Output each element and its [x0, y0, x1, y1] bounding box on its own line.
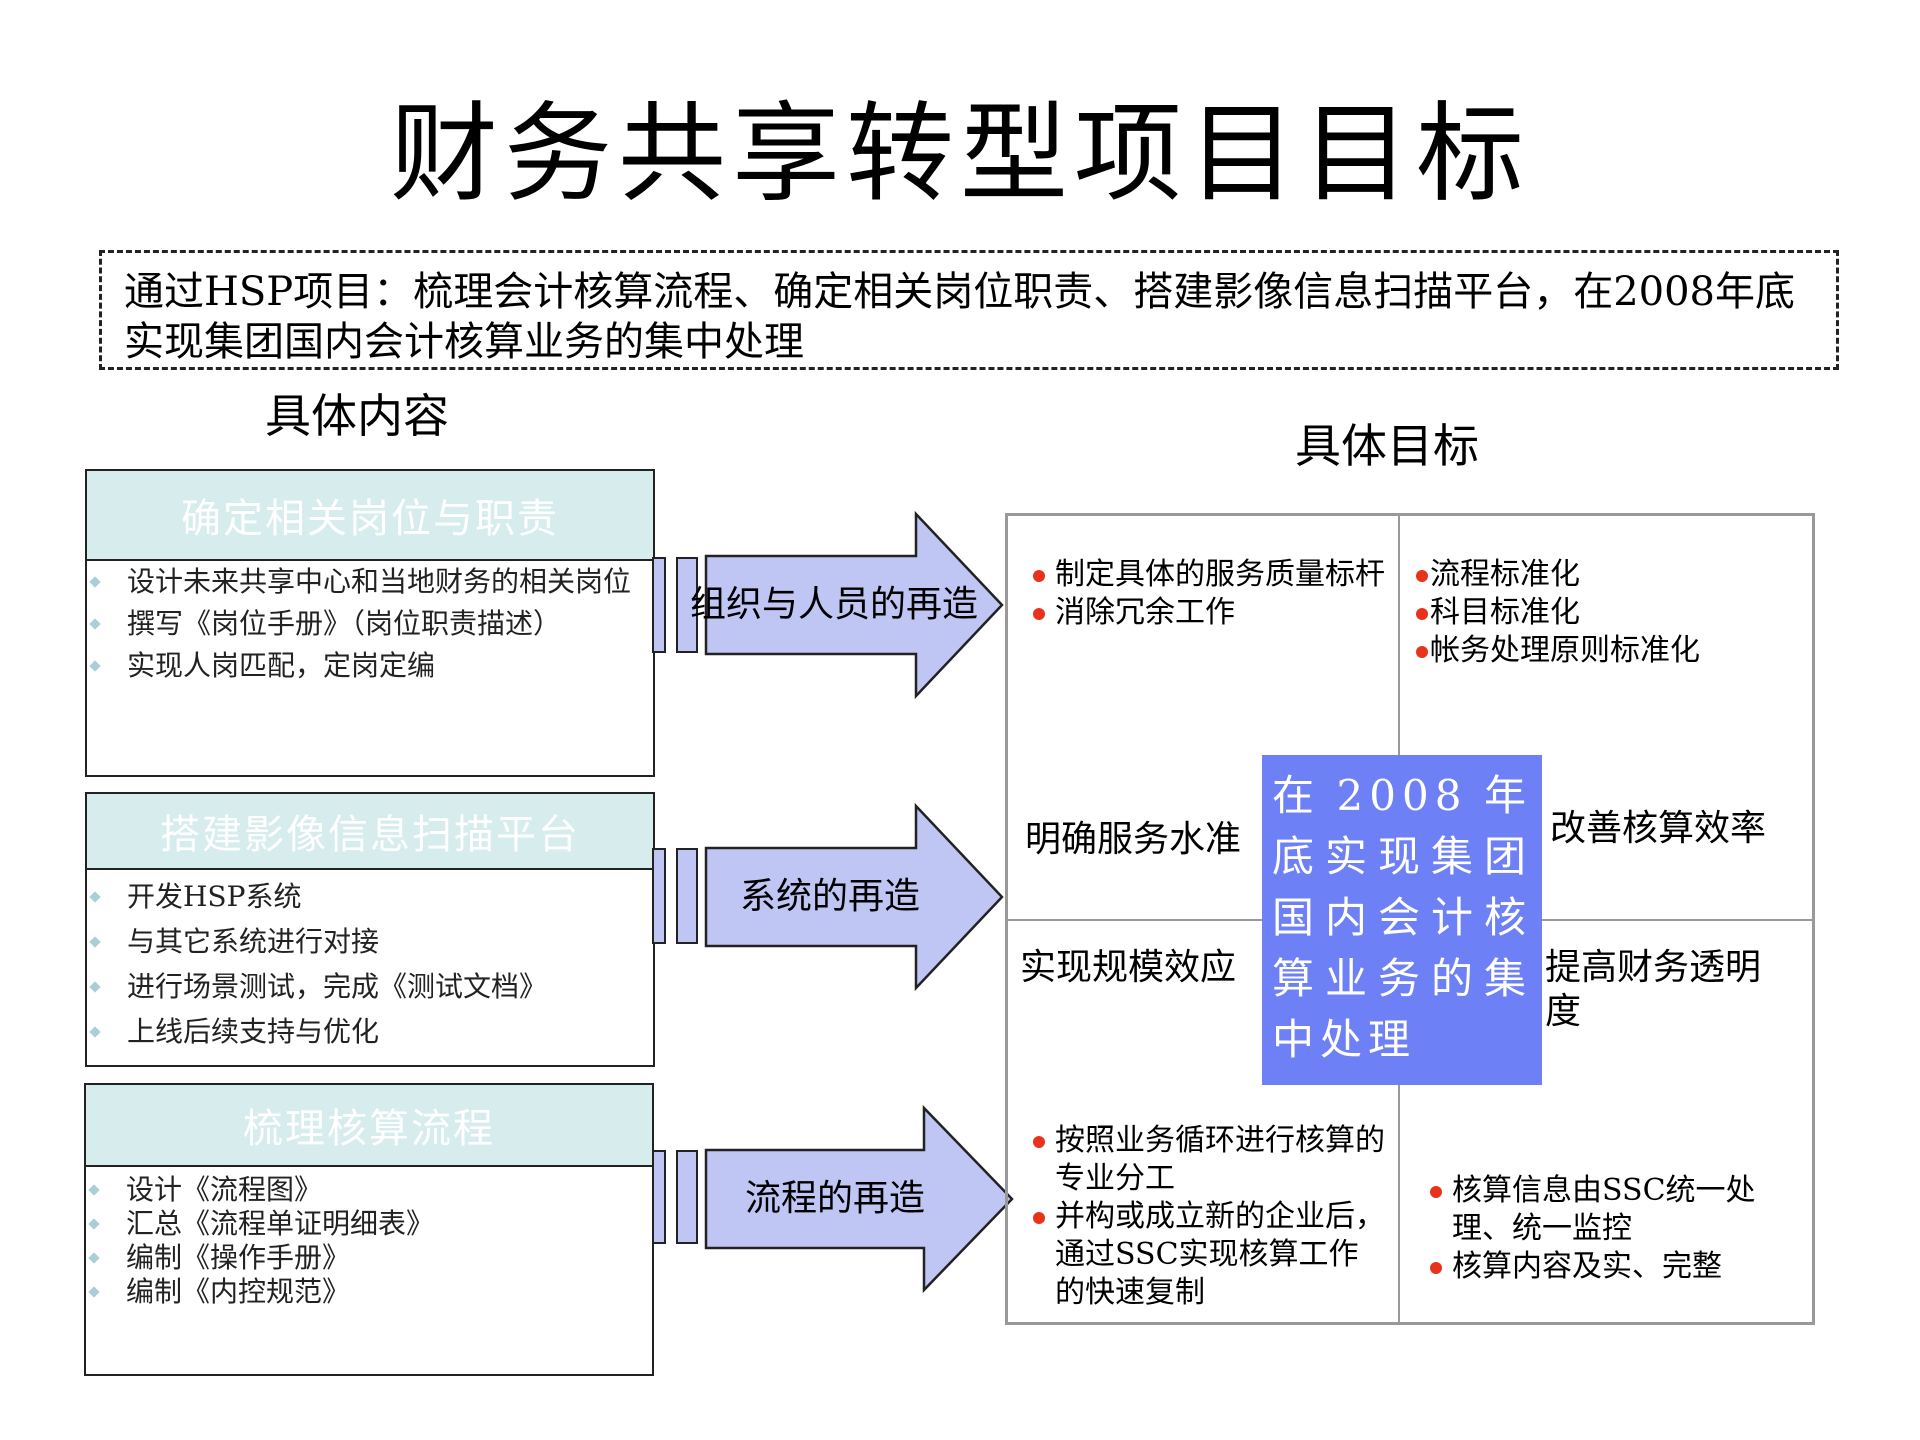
- list-item: 设计未来共享中心和当地财务的相关岗位: [89, 561, 633, 603]
- arrow-label: 系统的再造: [739, 876, 920, 917]
- content-box-title: 梳理核算流程: [86, 1085, 652, 1167]
- list-item: 汇总《流程单证明细表》: [88, 1207, 632, 1241]
- diamond-bullet-icon: [89, 1025, 101, 1038]
- goal-label-transparency: 提高财务透明度: [1545, 947, 1762, 1032]
- red-bullet-icon: [1416, 646, 1428, 658]
- diamond-bullet-icon: [89, 980, 101, 993]
- arrow-label: 流程的再造: [744, 1178, 925, 1219]
- connector-bar: [676, 848, 698, 944]
- arrow-process-icon: [704, 1104, 1014, 1294]
- goal-label-efficiency: 改善核算效率: [1550, 808, 1767, 849]
- goal-label-service: 明确服务水准: [1025, 819, 1242, 860]
- connector-bar: [652, 848, 666, 944]
- red-bullet-icon: [1430, 1186, 1442, 1198]
- red-bullet-icon: [1416, 570, 1428, 582]
- list-item: 开发HSP系统: [89, 874, 633, 919]
- goal-list-top-left: 制定具体的服务质量标杆 消除冗余工作: [1033, 556, 1385, 632]
- diamond-bullet-icon: [89, 576, 101, 588]
- red-bullet-icon: [1033, 608, 1045, 620]
- right-heading: 具体目标: [1295, 419, 1479, 473]
- list-item: 流程标准化: [1416, 556, 1790, 594]
- list-item: 帐务处理原则标准化: [1416, 632, 1790, 670]
- diamond-bullet-icon: [89, 935, 101, 948]
- diamond-bullet-icon: [89, 618, 101, 630]
- left-heading: 具体内容: [265, 389, 449, 443]
- list-item: 与其它系统进行对接: [89, 919, 633, 964]
- content-box-title: 搭建影像信息扫描平台: [87, 794, 653, 870]
- list-item: 并构或成立新的企业后，通过SSC实现核算工作的快速复制: [1033, 1198, 1385, 1312]
- summary-box: 通过HSP项目：梳理会计核算流程、确定相关岗位职责、搭建影像信息扫描平台，在20…: [99, 250, 1839, 370]
- connector-bar: [652, 557, 666, 653]
- connector-bar: [676, 557, 698, 653]
- content-box-process: 梳理核算流程 设计《流程图》 汇总《流程单证明细表》 编制《操作手册》 编制《内…: [84, 1083, 654, 1376]
- content-list: 设计《流程图》 汇总《流程单证明细表》 编制《操作手册》 编制《内控规范》: [86, 1173, 652, 1309]
- list-item: 编制《内控规范》: [88, 1275, 632, 1309]
- diamond-bullet-icon: [88, 1252, 100, 1264]
- arrow-org-icon: [704, 510, 1004, 700]
- content-list: 开发HSP系统 与其它系统进行对接 进行场景测试，完成《测试文档》 上线后续支持…: [87, 874, 653, 1054]
- list-item: 撰写《岗位手册》（岗位职责描述）: [89, 603, 633, 645]
- red-bullet-icon: [1416, 608, 1428, 620]
- connector-bar: [652, 1150, 666, 1244]
- list-item: 编制《操作手册》: [88, 1241, 632, 1275]
- red-bullet-icon: [1430, 1262, 1442, 1274]
- list-item: 核算内容及实、完整: [1430, 1248, 1792, 1286]
- list-item: 按照业务循环进行核算的专业分工: [1033, 1122, 1385, 1198]
- red-bullet-icon: [1033, 570, 1045, 582]
- diamond-bullet-icon: [89, 660, 101, 672]
- goal-list-top-right: 流程标准化 科目标准化 帐务处理原则标准化: [1416, 556, 1790, 670]
- page-title: 财务共享转型项目目标: [389, 92, 1530, 217]
- content-box-platform: 搭建影像信息扫描平台 开发HSP系统 与其它系统进行对接 进行场景测试，完成《测…: [85, 792, 655, 1067]
- red-bullet-icon: [1033, 1136, 1045, 1148]
- list-item: 科目标准化: [1416, 594, 1790, 632]
- goal-list-bottom-right: 核算信息由SSC统一处理、统一监控 核算内容及实、完整: [1430, 1172, 1792, 1286]
- list-item: 消除冗余工作: [1033, 594, 1385, 632]
- goal-label-scale: 实现规模效应: [1020, 947, 1237, 988]
- list-item: 设计《流程图》: [88, 1173, 632, 1207]
- list-item: 上线后续支持与优化: [89, 1009, 633, 1054]
- list-item: 核算信息由SSC统一处理、统一监控: [1430, 1172, 1792, 1248]
- diamond-bullet-icon: [88, 1218, 100, 1230]
- list-item: 制定具体的服务质量标杆: [1033, 556, 1385, 594]
- list-item: 实现人岗匹配，定岗定编: [89, 645, 633, 687]
- diamond-bullet-icon: [88, 1286, 100, 1298]
- goal-list-bottom-left: 按照业务循环进行核算的专业分工 并构或成立新的企业后，通过SSC实现核算工作的快…: [1033, 1122, 1385, 1312]
- diamond-bullet-icon: [89, 890, 101, 903]
- content-box-title: 确定相关岗位与职责: [87, 471, 653, 561]
- arrow-label: 组织与人员的再造: [689, 584, 978, 625]
- red-bullet-icon: [1033, 1212, 1045, 1224]
- list-item: 进行场景测试，完成《测试文档》: [89, 964, 633, 1009]
- arrow-system-icon: [704, 802, 1004, 992]
- connector-bar: [676, 1150, 698, 1244]
- content-box-roles: 确定相关岗位与职责 设计未来共享中心和当地财务的相关岗位 撰写《岗位手册》（岗位…: [85, 469, 655, 777]
- diamond-bullet-icon: [88, 1184, 100, 1196]
- content-list: 设计未来共享中心和当地财务的相关岗位 撰写《岗位手册》（岗位职责描述） 实现人岗…: [87, 561, 653, 687]
- center-goal-box: 在2008年底实现集团国内会计核算业务的集中处理: [1262, 755, 1542, 1085]
